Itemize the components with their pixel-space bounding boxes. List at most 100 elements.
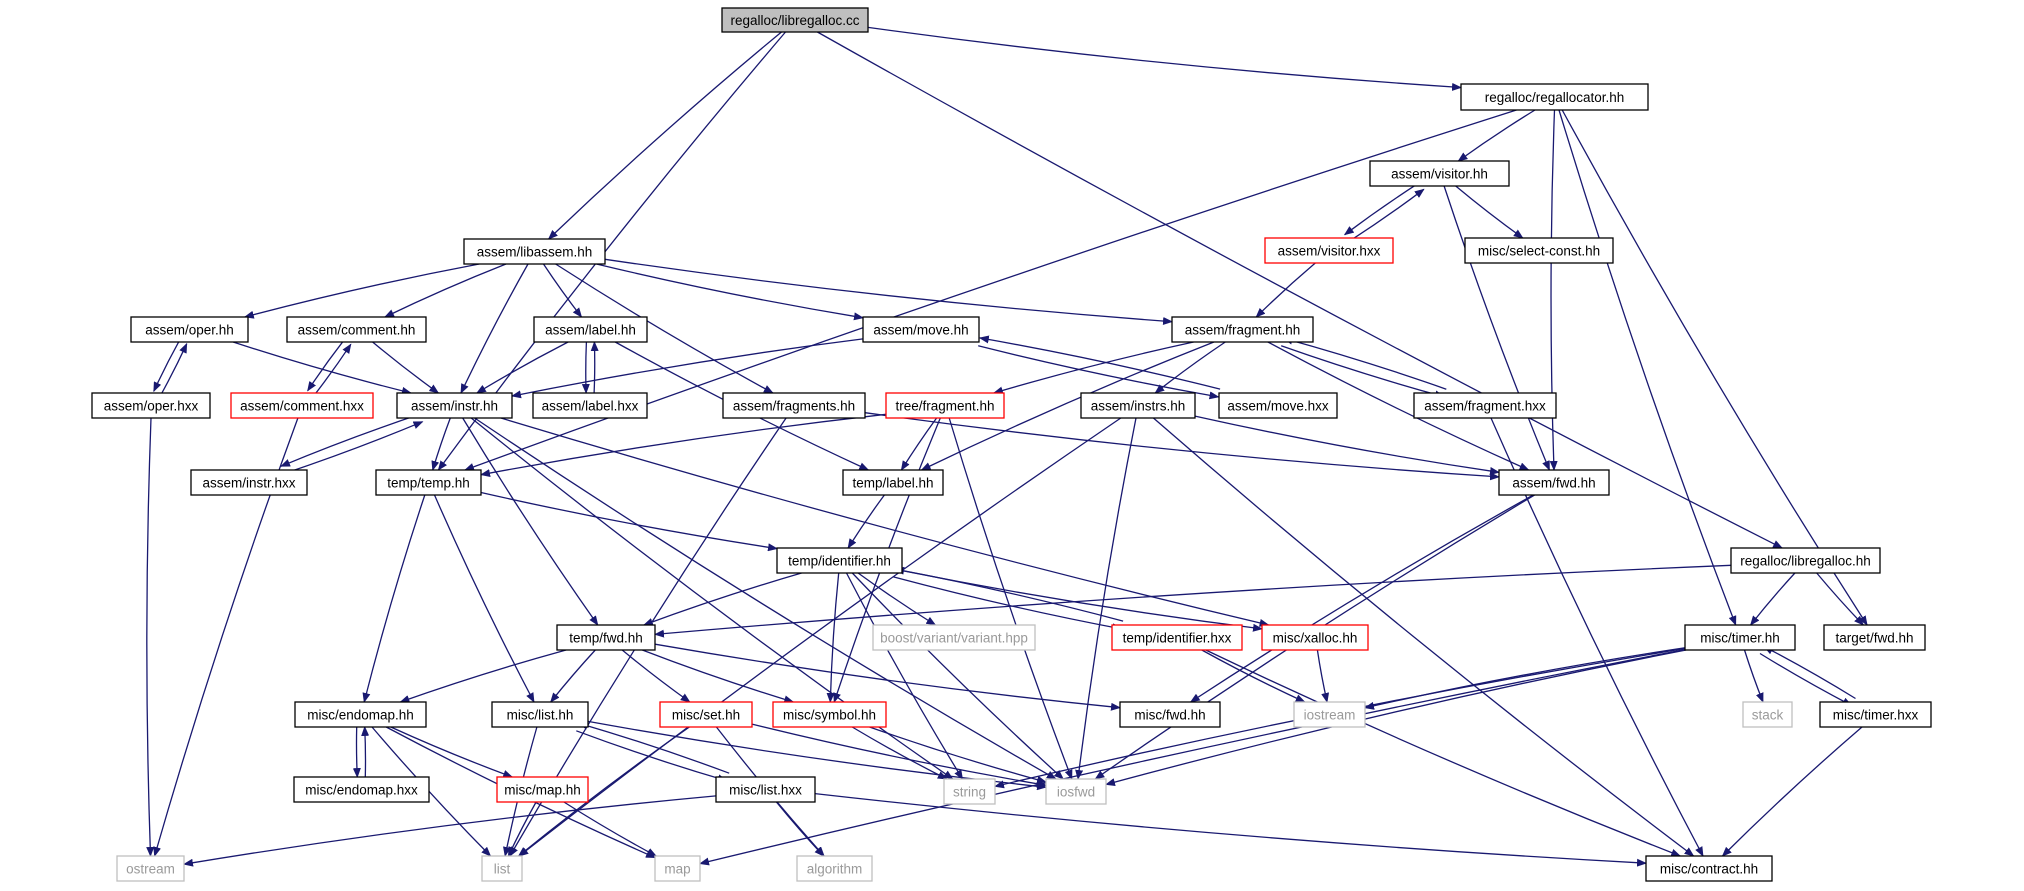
edge-assem-comment-hh-to-assem-instr-hh <box>372 341 440 394</box>
node-box <box>715 776 816 803</box>
node-regalloc-libregalloc-cc[interactable]: regalloc/libregalloc.cc <box>721 7 869 33</box>
edge-misc-map-hh-to-list <box>507 801 537 857</box>
edge-misc-symbol-hh-to-iosfwd <box>869 726 1047 784</box>
edge-misc-endomap-hh-to-list <box>371 726 492 857</box>
node-assem-label-hxx[interactable]: assem/label.hxx <box>532 392 648 419</box>
node-assem-move-hxx[interactable]: assem/move.hxx <box>1218 392 1338 419</box>
edge-assem-fragment-hh-to-assem-fwd-hh <box>1267 341 1530 471</box>
edge-assem-libassem-hh-to-assem-fragments-hh <box>555 263 774 394</box>
node-label: misc/map.hh <box>504 783 581 798</box>
node-label: misc/endomap.hxx <box>305 783 418 798</box>
edge-temp-identifier-hh-to-boost-variant-variant-hpp <box>857 572 937 626</box>
node-regalloc-libregalloc-hh[interactable]: regalloc/libregalloc.hh <box>1730 547 1881 574</box>
node-assem-libassem-hh[interactable]: assem/libassem.hh <box>463 238 606 265</box>
node-assem-instr-hxx[interactable]: assem/instr.hxx <box>190 469 308 496</box>
node-misc-endomap-hh[interactable]: misc/endomap.hh <box>294 701 427 728</box>
node-assem-oper-hh[interactable]: assem/oper.hh <box>130 316 249 343</box>
node-misc-timer-hh[interactable]: misc/timer.hh <box>1684 624 1796 651</box>
node-misc-map-hh[interactable]: misc/map.hh <box>496 776 589 803</box>
edge-assem-instrs-hh-to-assem-fwd-hh <box>1194 415 1500 475</box>
edge-assem-libassem-hh-to-assem-fragment-hh <box>604 258 1173 326</box>
node-misc-endomap-hxx[interactable]: misc/endomap.hxx <box>293 776 430 803</box>
node-misc-set-hh[interactable]: misc/set.hh <box>659 701 753 728</box>
node-map: map <box>654 855 701 882</box>
node-label: misc/list.hh <box>507 708 574 723</box>
node-assem-fragment-hxx[interactable]: assem/fragment.hxx <box>1413 392 1557 419</box>
node-assem-label-hh[interactable]: assem/label.hh <box>533 316 648 343</box>
node-label: algorithm <box>807 862 863 877</box>
edge-regalloc-libregalloc-hh-to-target-fwd-hh <box>1816 572 1864 626</box>
node-assem-comment-hh[interactable]: assem/comment.hh <box>286 316 427 343</box>
node-assem-instrs-hh[interactable]: assem/instrs.hh <box>1080 392 1196 419</box>
edge-temp-identifier-hh-to-misc-symbol-hh <box>826 572 840 703</box>
node-label: assem/fwd.hh <box>1512 476 1595 491</box>
edge-misc-set-hh-to-list <box>517 726 690 857</box>
node-iosfwd: iosfwd <box>1045 778 1107 805</box>
node-label: ostream <box>126 862 175 877</box>
edge-misc-map-hh-to-map <box>563 801 657 857</box>
edge-assem-libassem-hh-to-assem-move-hh <box>596 263 864 321</box>
node-regalloc-regallocator-hh[interactable]: regalloc/regallocator.hh <box>1460 83 1649 111</box>
node-temp-identifier-hh[interactable]: temp/identifier.hh <box>776 547 903 574</box>
edge-assem-fragments-hh-to-assem-fwd-hh <box>864 412 1500 481</box>
node-assem-instr-hh[interactable]: assem/instr.hh <box>396 392 513 419</box>
node-assem-move-hh[interactable]: assem/move.hh <box>862 316 980 343</box>
edge-temp-fwd-hh-to-misc-list-hh <box>550 649 596 703</box>
node-assem-fwd-hh[interactable]: assem/fwd.hh <box>1498 469 1610 496</box>
edge-temp-label-hh-to-temp-identifier-hh <box>847 494 885 549</box>
edge-misc-xalloc-hh-to-iostream <box>1316 649 1330 703</box>
node-target-fwd-hh[interactable]: target/fwd.hh <box>1823 624 1926 651</box>
edge-regalloc-regallocator-hh-to-assem-visitor-hh <box>1457 109 1536 162</box>
node-box <box>286 316 427 343</box>
edge-assem-fragment-hxx-to-assem-fragment-hh <box>1282 336 1447 390</box>
edge-assem-fwd-hh-to-misc-fwd-hh <box>1189 494 1534 703</box>
node-assem-oper-hxx[interactable]: assem/oper.hxx <box>91 392 211 419</box>
node-misc-symbol-hh[interactable]: misc/symbol.hh <box>772 701 887 728</box>
node-tree-fragment-hh[interactable]: tree/fragment.hh <box>885 392 1005 419</box>
node-box <box>796 855 873 882</box>
node-assem-fragment-hh[interactable]: assem/fragment.hh <box>1171 316 1314 343</box>
node-misc-xalloc-hh[interactable]: misc/xalloc.hh <box>1261 624 1369 651</box>
node-temp-identifier-hxx[interactable]: temp/identifier.hxx <box>1111 624 1243 651</box>
edge-misc-timer-hh-to-map <box>699 648 1686 866</box>
edge-assem-instr-hh-to-temp-fwd-hh <box>462 417 599 626</box>
node-box <box>396 392 513 419</box>
node-label: misc/fwd.hh <box>1134 708 1205 723</box>
node-label: iostream <box>1304 708 1356 723</box>
node-label: stack <box>1752 708 1784 723</box>
node-assem-fragments-hh[interactable]: assem/fragments.hh <box>722 392 866 419</box>
edge-temp-fwd-hh-to-misc-fwd-hh <box>654 643 1121 711</box>
node-label: map <box>664 862 690 877</box>
edge-misc-list-hxx-to-ostream <box>183 795 717 867</box>
node-assem-visitor-hxx[interactable]: assem/visitor.hxx <box>1264 237 1394 264</box>
node-box <box>230 392 374 419</box>
node-assem-visitor-hh[interactable]: assem/visitor.hh <box>1369 160 1510 187</box>
node-box <box>481 855 523 882</box>
edge-regalloc-libregalloc-cc-to-regalloc-regallocator-hh <box>867 26 1462 91</box>
node-temp-fwd-hh[interactable]: temp/fwd.hh <box>556 624 656 651</box>
node-temp-temp-hh[interactable]: temp/temp.hh <box>375 469 482 496</box>
edge-assem-visitor-hh-to-assem-fwd-hh <box>1443 185 1551 471</box>
node-assem-comment-hxx[interactable]: assem/comment.hxx <box>230 392 374 419</box>
node-box <box>1045 778 1107 805</box>
node-misc-list-hh[interactable]: misc/list.hh <box>491 701 589 728</box>
node-label: assem/instrs.hh <box>1091 399 1186 414</box>
node-box <box>1171 316 1314 343</box>
node-temp-label-hh[interactable]: temp/label.hh <box>842 469 944 496</box>
node-misc-timer-hxx[interactable]: misc/timer.hxx <box>1819 701 1932 728</box>
node-misc-list-hxx[interactable]: misc/list.hxx <box>715 776 816 803</box>
node-misc-contract-hh[interactable]: misc/contract.hh <box>1645 855 1773 882</box>
edge-regalloc-libregalloc-cc-to-assem-libassem-hh <box>547 31 782 240</box>
node-label: misc/timer.hxx <box>1833 708 1919 723</box>
node-label: assem/comment.hxx <box>240 399 364 414</box>
node-box <box>659 701 753 728</box>
node-misc-fwd-hh[interactable]: misc/fwd.hh <box>1119 701 1221 728</box>
node-label: assem/libassem.hh <box>477 245 593 260</box>
node-misc-select-const-hh[interactable]: misc/select-const.hh <box>1464 237 1614 264</box>
node-box <box>1080 392 1196 419</box>
edge-tree-fragment-hh-to-iosfwd <box>948 417 1073 780</box>
edge-assem-move-hh-to-assem-move-hxx <box>978 345 1220 400</box>
edges-layer <box>146 26 1868 867</box>
node-label: temp/identifier.hh <box>788 554 891 569</box>
node-label: temp/temp.hh <box>387 476 470 491</box>
